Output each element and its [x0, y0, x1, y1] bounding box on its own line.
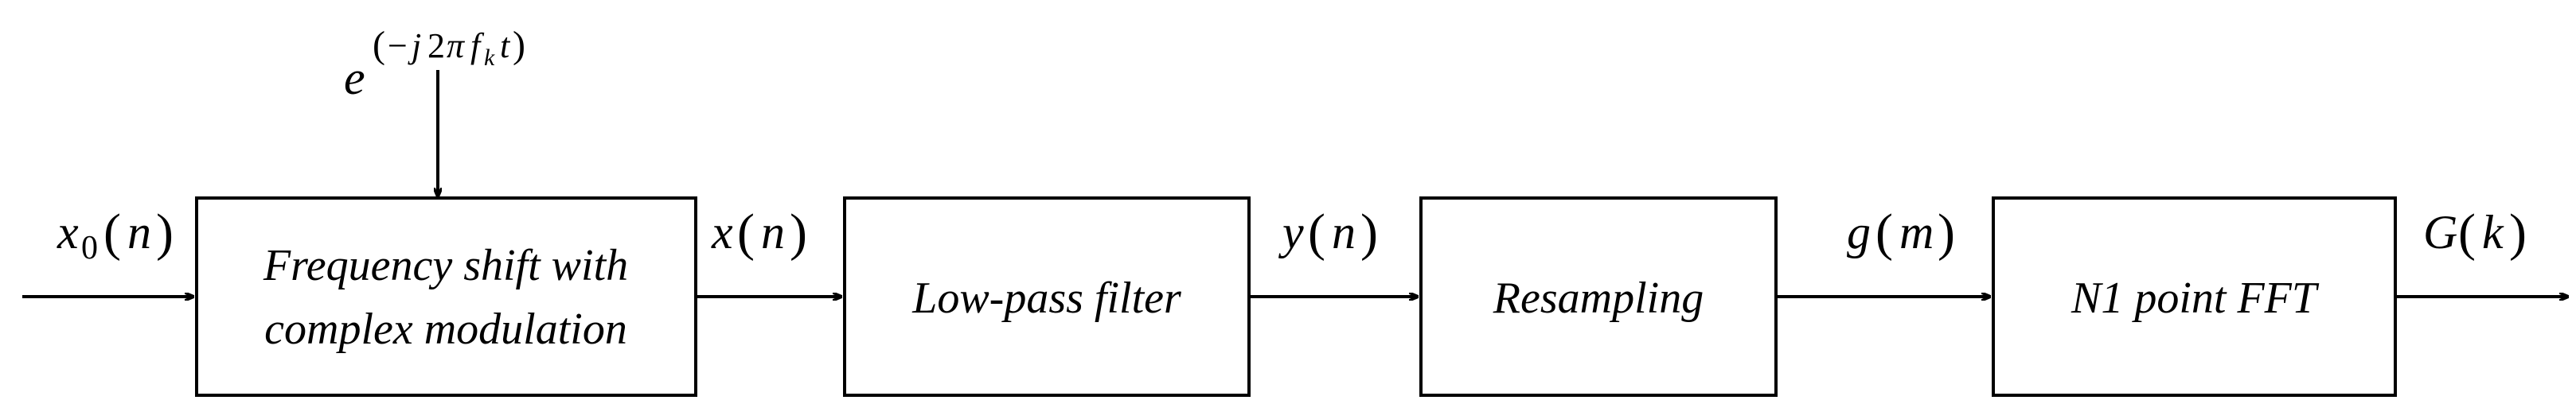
modulation-minus: −: [388, 26, 408, 65]
signal-input-close-paren: ): [156, 204, 174, 262]
fft-block-label: N1 point FFT: [2071, 274, 2320, 323]
frequency-shift-block-line1: Frequency shift with: [263, 241, 628, 290]
signal-s1-close-paren: ): [790, 204, 807, 262]
signal-input-var: x: [57, 206, 79, 258]
modulation-two: 2: [427, 26, 445, 65]
modulation-f-sub: k: [484, 45, 495, 71]
frequency-shift-block: [195, 196, 697, 397]
low-pass-filter-block: [843, 196, 1251, 397]
signal-s3-var: g: [1847, 206, 1871, 258]
frequency-shift-block-line2: complex modulation: [264, 305, 627, 354]
modulation-close-paren: ): [513, 24, 525, 66]
modulation-j: j: [408, 26, 421, 65]
signal-s3-close-paren: ): [1938, 204, 1955, 262]
signal-s2-open-paren: (: [1308, 204, 1325, 262]
signal-output-var: G: [2423, 206, 2457, 258]
signal-s3-label: g ( m ): [1847, 204, 1955, 262]
signal-input-arg: n: [127, 206, 151, 258]
signal-s1-arg: n: [761, 206, 785, 258]
resampling-block-label: Resampling: [1493, 274, 1704, 323]
signal-s1-var: x: [711, 206, 733, 258]
signal-s3-arg: m: [1899, 206, 1934, 258]
signal-input-open-paren: (: [103, 204, 121, 262]
signal-s1-label: x ( n ): [711, 204, 807, 262]
signal-output-open-paren: (: [2458, 204, 2476, 262]
low-pass-filter-block-label: Low-pass filter: [911, 274, 1181, 323]
modulation-open-paren: (: [373, 24, 385, 66]
signal-s1-open-paren: (: [737, 204, 755, 262]
signal-input-sub: 0: [81, 230, 98, 266]
signal-input-label: x 0 ( n ): [57, 204, 174, 266]
signal-s2-arg: n: [1332, 206, 1356, 258]
modulation-label: e ( − j 2 π f k t ): [344, 24, 525, 104]
resampling-block: [1419, 196, 1778, 397]
signal-s2-label: y ( n ): [1278, 204, 1378, 262]
signal-output-label: G ( k ): [2423, 204, 2527, 262]
signal-s2-var: y: [1278, 206, 1304, 258]
modulation-pi: π: [447, 26, 466, 65]
signal-s3-open-paren: (: [1875, 204, 1893, 262]
modulation-base: e: [344, 52, 365, 104]
signal-output-arg: k: [2482, 206, 2504, 258]
signal-s2-close-paren: ): [1360, 204, 1378, 262]
fft-block: [1992, 196, 2397, 397]
modulation-f: f: [470, 26, 485, 65]
signal-output-close-paren: ): [2509, 204, 2527, 262]
modulation-t: t: [500, 26, 511, 65]
